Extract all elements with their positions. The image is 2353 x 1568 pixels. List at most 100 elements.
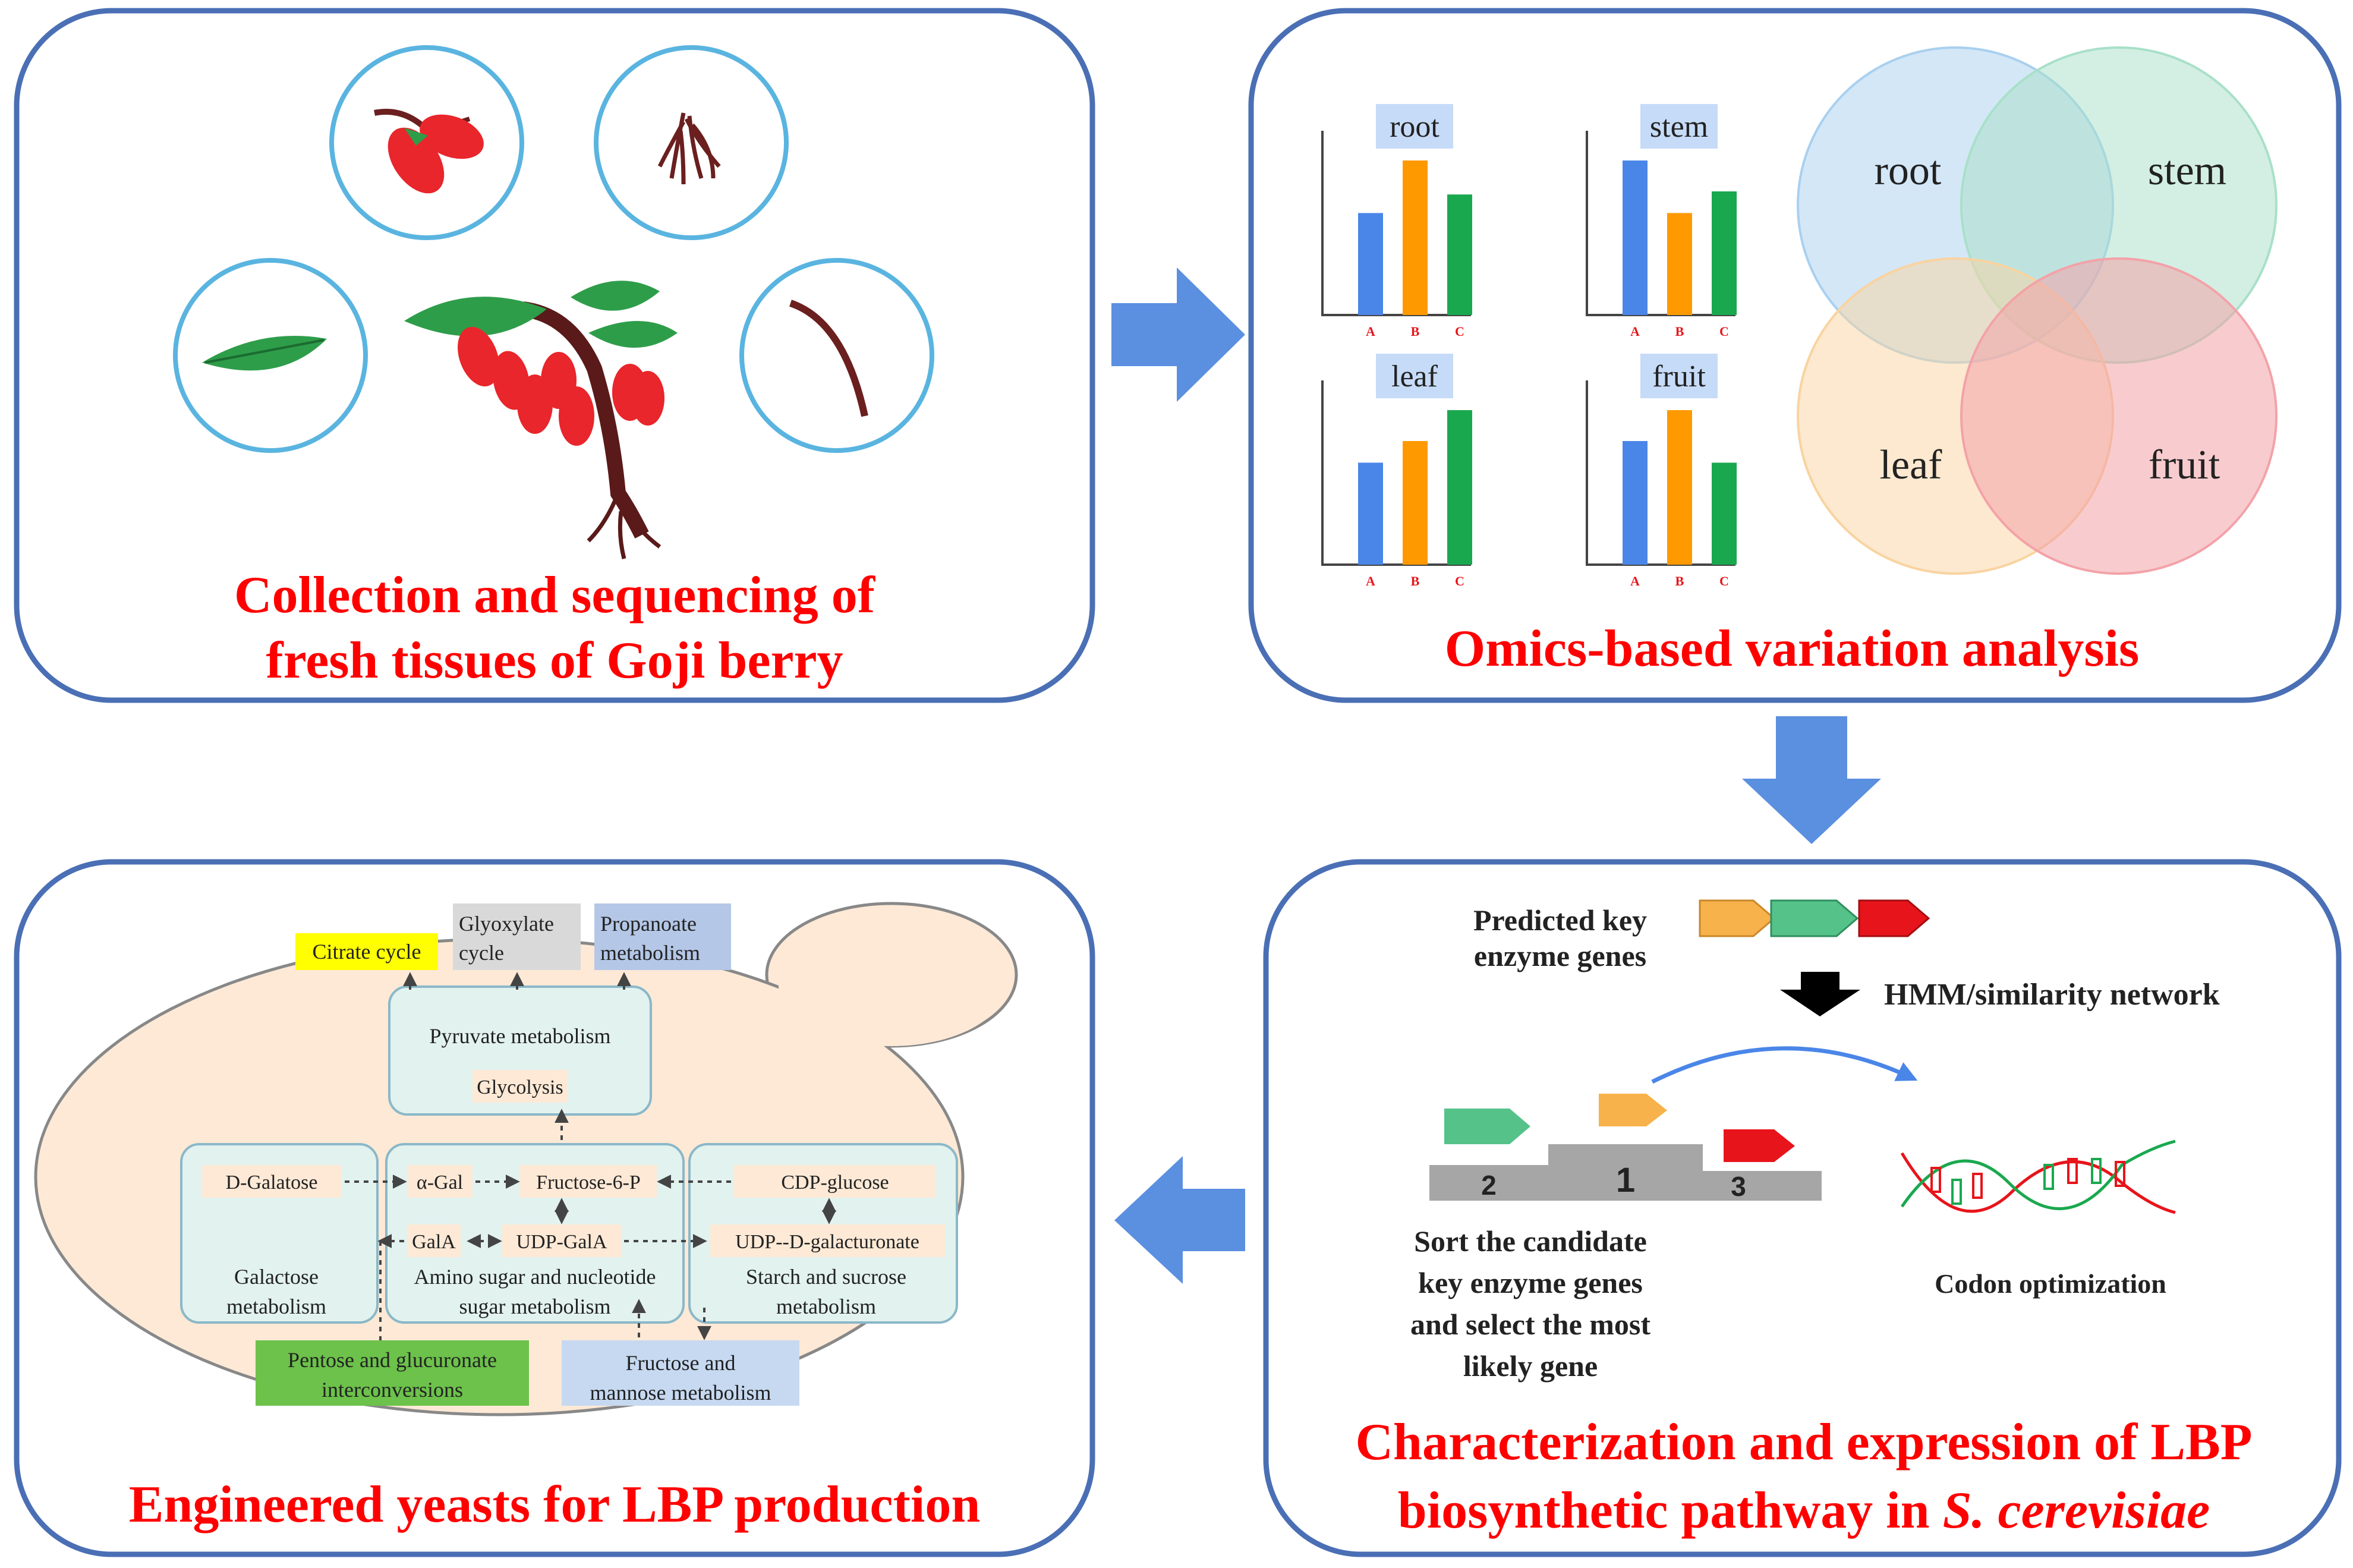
panel3-title-line2: biosynthetic pathway in S. cerevisiae — [1398, 1482, 2210, 1539]
sort-line3: and select the most — [1410, 1308, 1650, 1341]
panel3-title-italic: S. cerevisiae — [1943, 1482, 2210, 1539]
panel4-title: Engineered yeasts for LBP production — [129, 1476, 981, 1534]
propanoate-line2: metabolism — [600, 941, 700, 965]
propanoate-box — [594, 903, 731, 970]
predicted-genes-line2: enzyme genes — [1474, 939, 1646, 972]
chart-tick-label: B — [1675, 324, 1684, 339]
chart-bar — [1623, 441, 1648, 565]
sort-line2: key enzyme genes — [1418, 1266, 1643, 1299]
panel-yeast: Citrate cycle Glyoxylate cycle Propanoat… — [14, 859, 1095, 1557]
glycolysis-label: Glycolysis — [477, 1076, 563, 1098]
chart-tick-label: B — [1411, 574, 1420, 588]
root-sample-circle — [594, 45, 789, 240]
sort-line1: Sort the candidate — [1414, 1224, 1647, 1258]
gala-label: GalA — [412, 1231, 456, 1253]
podium-second: 2 — [1481, 1170, 1497, 1201]
amino-line1: Amino sugar and nucleotide — [414, 1265, 656, 1289]
chart-label-bg — [1640, 354, 1718, 398]
chart-tick-label: A — [1366, 324, 1375, 339]
glyoxylate-line2: cycle — [459, 941, 504, 965]
podium-third: 3 — [1731, 1171, 1746, 1202]
chart-label: fruit — [1652, 360, 1706, 393]
venn-stem-label: stem — [2148, 148, 2226, 194]
panel-characterization: Predicted key enzyme genes HMM/similarit… — [1263, 859, 2342, 1557]
chart-bar — [1667, 213, 1692, 315]
venn-fruit-label: fruit — [2149, 442, 2220, 488]
arrow-to-characterization — [1742, 716, 1881, 844]
panel1-title-line2: fresh tissues of Goji berry — [266, 632, 843, 689]
pentose-line1: Pentose and glucuronate — [288, 1348, 497, 1372]
chart-bar — [1623, 160, 1648, 315]
chart-tick-label: A — [1366, 574, 1375, 588]
fructose-mannose-box — [562, 1340, 799, 1406]
a-gal-label: α-Gal — [417, 1172, 463, 1194]
chart-bar — [1403, 441, 1428, 565]
chart-label: root — [1390, 110, 1439, 144]
chart-tick-label: B — [1675, 574, 1684, 588]
fructose-mannose-line1: Fructose and — [626, 1351, 736, 1375]
panel-collection: Collection and sequencing of fresh tissu… — [14, 8, 1095, 703]
panel1-title-line1: Collection and sequencing of — [234, 566, 876, 624]
galactose-line2: metabolism — [226, 1295, 326, 1318]
chart-bar — [1712, 462, 1737, 565]
podium-first: 1 — [1616, 1161, 1635, 1199]
chart-tick-label: C — [1455, 574, 1464, 588]
venn-leaf-label: leaf — [1880, 442, 1943, 488]
propanoate-line1: Propanoate — [600, 912, 697, 936]
glyoxylate-line1: Glyoxylate — [459, 912, 554, 936]
codon-optimization-label: Codon optimization — [1935, 1268, 2166, 1299]
predicted-genes-line1: Predicted key — [1473, 903, 1647, 937]
fructose6p-label: Fructose-6-P — [536, 1172, 641, 1194]
chart-tick-label: A — [1630, 324, 1640, 339]
pyruvate-label: Pyruvate metabolism — [430, 1024, 611, 1048]
fructose-mannose-line2: mannose metabolism — [590, 1381, 771, 1405]
panel2-title: Omics-based variation analysis — [1445, 620, 2140, 678]
arrow-to-yeast — [1114, 1156, 1245, 1284]
curved-selection-arrow — [1651, 1046, 1918, 1084]
citrate-label: Citrate cycle — [313, 940, 421, 964]
chart-tick-label: C — [1719, 324, 1729, 339]
hmm-label: HMM/similarity network — [1884, 978, 2220, 1012]
leaf-sample-circle — [173, 258, 368, 453]
panel3-title-prefix: biosynthetic pathway in — [1398, 1482, 1943, 1539]
udp-d-gal-label: UDP--D-galacturonate — [735, 1231, 919, 1253]
chart-label-bg — [1376, 104, 1453, 149]
venn-diagram: root stem leaf fruit — [1797, 46, 2278, 575]
chart-bar — [1447, 410, 1472, 565]
goji-plant-illustration — [404, 281, 678, 559]
ranking-podium: 2 1 3 — [1429, 1094, 1822, 1202]
stem-sample-circle — [739, 258, 934, 453]
starch-line2: metabolism — [776, 1295, 876, 1318]
gene-cluster-arrows — [1699, 899, 1930, 937]
chart-bar — [1358, 213, 1383, 315]
dna-helix-icon — [1900, 1139, 2176, 1214]
galactose-line1: Galactose — [234, 1265, 319, 1289]
chart-label-bg — [1640, 104, 1718, 149]
d-galatose-label: D-Galatose — [226, 1172, 318, 1194]
pentose-box — [256, 1340, 529, 1406]
panel3-title-line1: Characterization and expression of LBP — [1356, 1413, 2253, 1471]
glyoxylate-box — [453, 903, 581, 970]
pyruvate-module — [388, 985, 652, 1116]
amino-line2: sugar metabolism — [459, 1295, 611, 1318]
chart-bar — [1403, 160, 1428, 315]
chart-tick-label: B — [1411, 324, 1420, 339]
berry-sample-circle — [329, 45, 524, 240]
chart-tick-label: C — [1719, 574, 1729, 588]
chart-tick-label: A — [1630, 574, 1640, 588]
udp-gala-label: UDP-GalA — [516, 1231, 607, 1253]
chart-bar — [1667, 410, 1692, 565]
sort-line4: likely gene — [1463, 1349, 1598, 1383]
down-arrow-black — [1780, 972, 1860, 1016]
cdp-glucose-label: CDP-glucose — [781, 1172, 889, 1194]
chart-bar — [1447, 194, 1472, 315]
chart-label-bg — [1376, 354, 1453, 398]
arrow-to-omics — [1111, 267, 1245, 402]
venn-root-label: root — [1875, 148, 1942, 194]
citrate-box — [295, 933, 438, 970]
chart-bar — [1712, 191, 1737, 315]
pentose-line2: interconversions — [322, 1378, 463, 1402]
